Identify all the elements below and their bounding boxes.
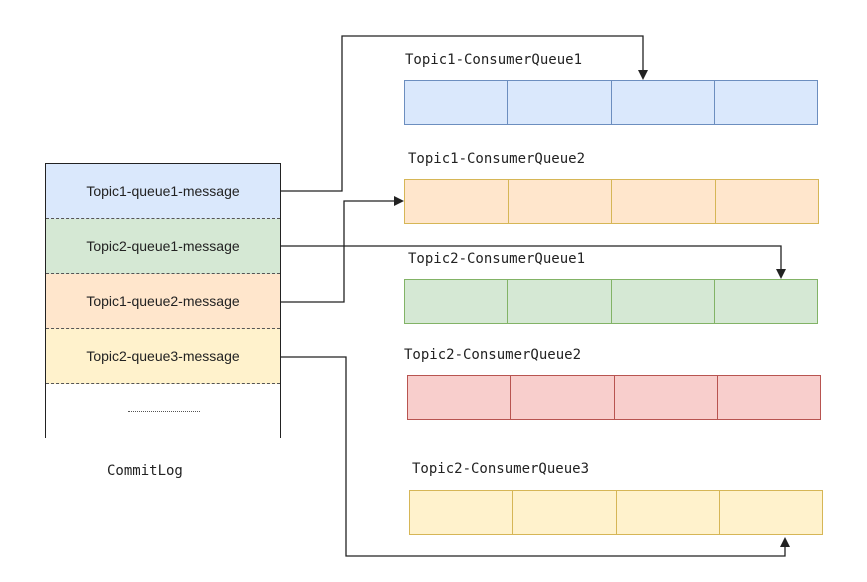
queue-slot [718, 376, 820, 419]
commitlog-entry-topic2-queue3: Topic2-queue3-message [46, 329, 280, 384]
queue-slot [508, 280, 612, 323]
queue-slot [508, 81, 612, 124]
queue-slot [513, 491, 617, 534]
commitlog-entry-label: Topic1-queue1-message [86, 183, 240, 199]
commitlog-entry-label: Topic2-queue3-message [86, 348, 240, 364]
commitlog-more-entries [46, 384, 280, 439]
commitlog-entry-topic2-queue1: Topic2-queue1-message [46, 219, 280, 274]
queue-slot [715, 81, 817, 124]
queue-slot [720, 491, 822, 534]
queue-slot [612, 280, 715, 323]
consumer-queue-topic1-cq2 [404, 179, 819, 224]
commitlog-entry-topic1-queue2: Topic1-queue2-message [46, 274, 280, 329]
consumer-queue-topic1-cq1 [404, 80, 818, 125]
commitlog-entry-label: Topic1-queue2-message [86, 293, 240, 309]
commitlog-caption: CommitLog [107, 463, 183, 479]
queue-slot [405, 81, 509, 124]
queue-slot [612, 180, 716, 223]
ellipsis-dots [128, 411, 200, 412]
queue-slot [615, 376, 718, 419]
queue-slot [716, 180, 819, 223]
consumer-queue-topic2-cq3 [409, 490, 823, 535]
queue-slot [511, 376, 615, 419]
queue-slot [715, 280, 817, 323]
queue-slot [617, 491, 720, 534]
commitlog-entry-label: Topic2-queue1-message [86, 238, 240, 254]
queue-title-topic2-cq1: Topic2-ConsumerQueue1 [408, 251, 586, 267]
arrow-topic1-queue2-to-cq2 [281, 196, 404, 303]
queue-title-topic2-cq3: Topic2-ConsumerQueue3 [412, 461, 590, 477]
commitlog-block: Topic1-queue1-message Topic2-queue1-mess… [45, 163, 281, 439]
queue-slot [408, 376, 512, 419]
consumer-queue-topic2-cq1 [404, 279, 818, 324]
queue-slot [612, 81, 715, 124]
consumer-queue-topic2-cq2 [407, 375, 821, 420]
queue-title-topic2-cq2: Topic2-ConsumerQueue2 [404, 347, 582, 363]
queue-slot [405, 280, 509, 323]
queue-slot [509, 180, 612, 223]
queue-title-topic1-cq1: Topic1-ConsumerQueue1 [405, 52, 583, 68]
queue-slot [410, 491, 514, 534]
commitlog-entry-topic1-queue1: Topic1-queue1-message [46, 164, 280, 219]
queue-slot [405, 180, 509, 223]
queue-title-topic1-cq2: Topic1-ConsumerQueue2 [408, 151, 586, 167]
